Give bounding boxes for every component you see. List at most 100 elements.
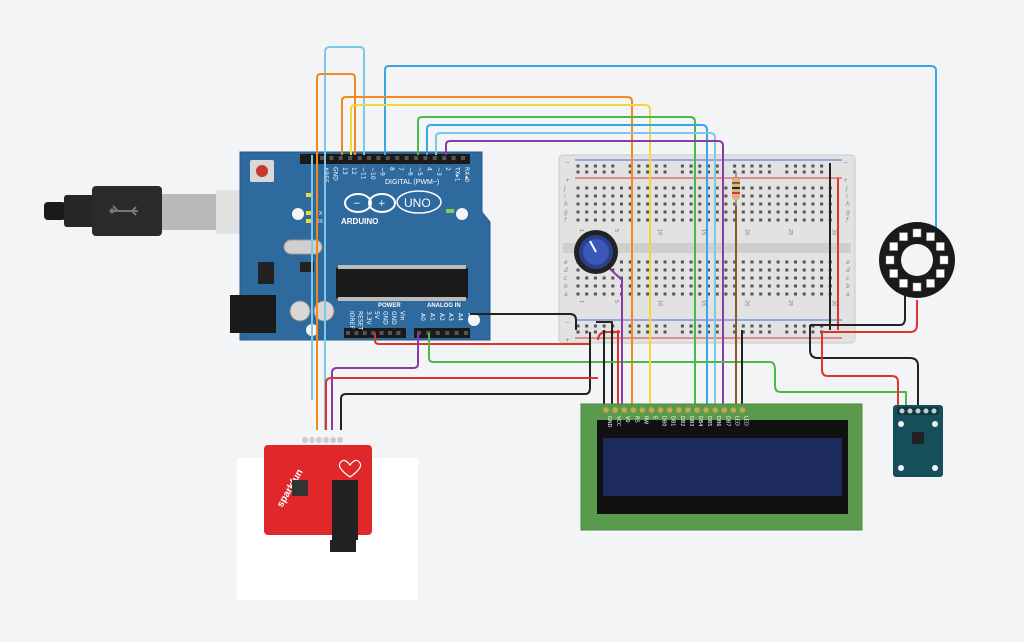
breadboard-hole[interactable] bbox=[794, 194, 797, 198]
breadboard-hole[interactable] bbox=[680, 292, 684, 296]
rail-hole[interactable] bbox=[698, 330, 702, 334]
rail-hole[interactable] bbox=[628, 170, 632, 174]
breadboard-hole[interactable] bbox=[672, 292, 676, 296]
breadboard-hole[interactable] bbox=[794, 284, 797, 288]
rail-hole[interactable] bbox=[750, 170, 754, 174]
lcd-pin[interactable] bbox=[685, 407, 691, 413]
breadboard-hole[interactable] bbox=[646, 218, 650, 222]
breadboard-hole[interactable] bbox=[654, 276, 658, 280]
breadboard-hole[interactable] bbox=[811, 284, 815, 288]
breadboard-hole[interactable] bbox=[759, 284, 763, 288]
breadboard-hole[interactable] bbox=[794, 292, 797, 296]
breadboard-hole[interactable] bbox=[576, 218, 580, 222]
rail-hole[interactable] bbox=[646, 170, 650, 174]
reset-button[interactable] bbox=[250, 160, 274, 182]
breadboard-hole[interactable] bbox=[707, 186, 710, 190]
breadboard-hole[interactable] bbox=[602, 284, 606, 288]
breadboard-hole[interactable] bbox=[672, 276, 676, 280]
breadboard-hole[interactable] bbox=[767, 276, 771, 280]
breadboard-hole[interactable] bbox=[654, 186, 658, 190]
breadboard-hole[interactable] bbox=[733, 268, 737, 272]
wire-black-neopixel[interactable] bbox=[810, 296, 906, 326]
breadboard-hole[interactable] bbox=[602, 210, 606, 214]
breadboard-hole[interactable] bbox=[654, 194, 658, 198]
digital-pin-socket[interactable] bbox=[432, 156, 437, 160]
breadboard-hole[interactable] bbox=[698, 210, 702, 214]
breadboard-hole[interactable] bbox=[611, 268, 615, 272]
breadboard-hole[interactable] bbox=[646, 268, 650, 272]
breadboard-hole[interactable] bbox=[759, 276, 763, 280]
rail-hole[interactable] bbox=[811, 164, 815, 168]
usb-cable[interactable] bbox=[44, 186, 246, 236]
breadboard-hole[interactable] bbox=[628, 292, 632, 296]
breadboard-hole[interactable] bbox=[689, 202, 693, 206]
lcd-pin[interactable] bbox=[648, 407, 655, 413]
breadboard-hole[interactable] bbox=[724, 210, 728, 214]
breadboard-hole[interactable] bbox=[585, 218, 589, 222]
breadboard-hole[interactable] bbox=[576, 186, 580, 190]
rail-hole[interactable] bbox=[767, 170, 771, 174]
wire-black-accel[interactable] bbox=[809, 325, 919, 407]
breadboard-hole[interactable] bbox=[646, 284, 650, 288]
rail-hole[interactable] bbox=[602, 164, 606, 168]
breadboard-hole[interactable] bbox=[776, 276, 780, 280]
rail-hole[interactable] bbox=[611, 170, 615, 174]
breadboard-hole[interactable] bbox=[628, 218, 632, 222]
rail-hole[interactable] bbox=[802, 330, 806, 334]
breadboard-hole[interactable] bbox=[707, 202, 710, 206]
breadboard-hole[interactable] bbox=[776, 218, 780, 222]
breadboard-hole[interactable] bbox=[794, 218, 797, 222]
breadboard-hole[interactable] bbox=[733, 284, 737, 288]
breadboard-hole[interactable] bbox=[820, 218, 824, 222]
breadboard-hole[interactable] bbox=[750, 186, 754, 190]
breadboard-hole[interactable] bbox=[802, 194, 806, 198]
rail-hole[interactable] bbox=[820, 164, 824, 168]
wire-red-5v[interactable] bbox=[374, 332, 591, 345]
breadboard-hole[interactable] bbox=[785, 268, 789, 272]
breadboard-hole[interactable] bbox=[585, 292, 589, 296]
breadboard-hole[interactable] bbox=[637, 292, 641, 296]
lcd-pin[interactable] bbox=[703, 407, 709, 413]
analog-header[interactable] bbox=[414, 328, 470, 338]
breadboard-hole[interactable] bbox=[663, 292, 667, 296]
breadboard-hole[interactable] bbox=[724, 186, 728, 190]
lcd-pin[interactable] bbox=[694, 407, 700, 413]
breadboard-hole[interactable] bbox=[654, 284, 658, 288]
lcd-pin[interactable] bbox=[639, 407, 646, 413]
rail-hole[interactable] bbox=[611, 164, 615, 168]
breadboard-hole[interactable] bbox=[733, 292, 737, 296]
rail-hole[interactable] bbox=[585, 330, 589, 334]
breadboard-hole[interactable] bbox=[724, 284, 728, 288]
breadboard-hole[interactable] bbox=[767, 260, 771, 264]
rail-hole[interactable] bbox=[689, 164, 693, 168]
rail-hole[interactable] bbox=[750, 324, 754, 328]
breadboard-hole[interactable] bbox=[689, 186, 693, 190]
breadboard-hole[interactable] bbox=[593, 284, 597, 288]
rail-hole[interactable] bbox=[689, 170, 693, 174]
power-pin-socket[interactable] bbox=[362, 331, 367, 335]
rail-hole[interactable] bbox=[663, 164, 667, 168]
breadboard-hole[interactable] bbox=[611, 194, 615, 198]
rail-hole[interactable] bbox=[707, 170, 710, 174]
digital-pin-socket[interactable] bbox=[414, 156, 418, 160]
rail-hole[interactable] bbox=[602, 170, 606, 174]
rail-hole[interactable] bbox=[680, 324, 684, 328]
breadboard-hole[interactable] bbox=[820, 186, 824, 190]
breadboard-hole[interactable] bbox=[646, 186, 650, 190]
digital-pin-socket[interactable] bbox=[320, 156, 324, 160]
breadboard-hole[interactable] bbox=[707, 210, 710, 214]
wire-yellow-lcd[interactable] bbox=[350, 104, 651, 407]
rail-hole[interactable] bbox=[654, 324, 658, 328]
breadboard-hole[interactable] bbox=[593, 186, 597, 190]
breadboard-hole[interactable] bbox=[767, 218, 771, 222]
breadboard-hole[interactable] bbox=[820, 268, 824, 272]
wire-black-sensor[interactable] bbox=[340, 332, 591, 430]
rail-hole[interactable] bbox=[680, 330, 684, 334]
rail-hole[interactable] bbox=[654, 164, 658, 168]
breadboard-hole[interactable] bbox=[767, 284, 771, 288]
rail-hole[interactable] bbox=[698, 324, 702, 328]
digital-pin-socket[interactable] bbox=[357, 156, 362, 160]
breadboard-hole[interactable] bbox=[611, 218, 615, 222]
wire-green-a1[interactable] bbox=[428, 333, 907, 407]
rail-hole[interactable] bbox=[759, 170, 763, 174]
